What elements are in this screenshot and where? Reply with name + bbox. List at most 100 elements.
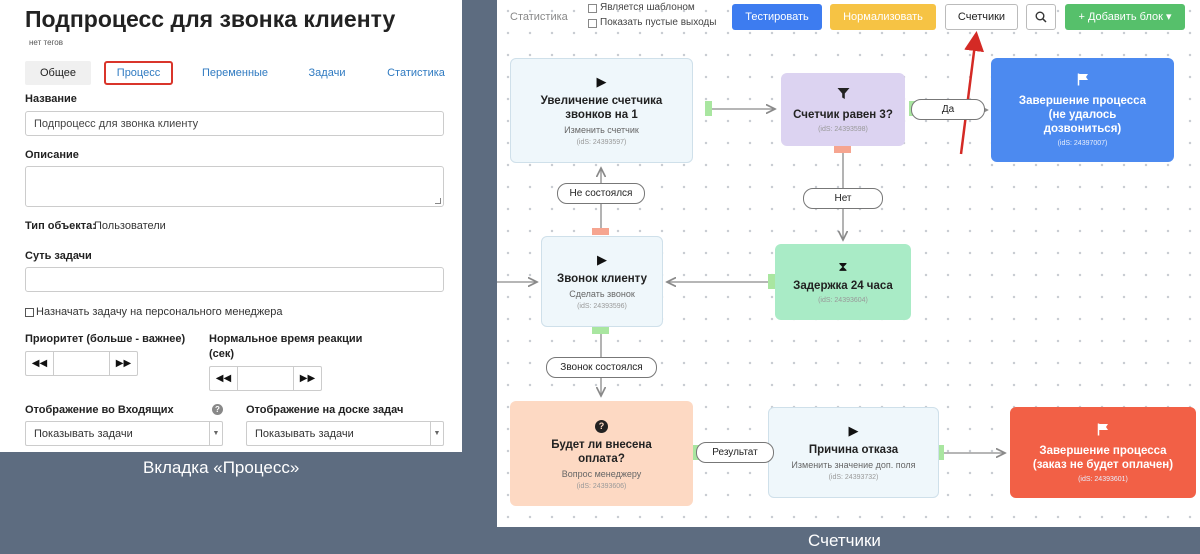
node-subtitle: Сделать звонок bbox=[569, 289, 635, 299]
board-display-label: Отображение на доске задач bbox=[246, 404, 404, 416]
output-port[interactable] bbox=[705, 101, 712, 116]
tab-bar: Общее Процесс Переменные Задачи Статисти… bbox=[25, 61, 455, 85]
tab-variables[interactable]: Переменные bbox=[201, 67, 269, 79]
question-icon: ? bbox=[595, 418, 608, 433]
node-id: (idS: 24393606) bbox=[576, 482, 627, 490]
node-finish-unpaid[interactable]: Завершение процесса (заказ не будет опла… bbox=[1010, 407, 1196, 498]
reaction-time-stepper[interactable]: ◀◀ ▶▶ bbox=[209, 366, 322, 391]
output-port[interactable] bbox=[592, 228, 609, 235]
object-type-value: Пользователи bbox=[94, 220, 166, 232]
inbox-display-label: Отображение во Входящих bbox=[25, 404, 174, 416]
node-id: (idS: 24393604) bbox=[818, 297, 868, 304]
edge-label-not-happened[interactable]: Не состоялся bbox=[557, 183, 645, 204]
inbox-display-value: Показывать задачи bbox=[34, 428, 133, 440]
tab-statistics[interactable]: Статистика bbox=[387, 67, 445, 79]
node-counter-check[interactable]: Счетчик равен 3? (idS: 24393598) bbox=[781, 73, 905, 146]
node-title: (заказ не будет оплачен) bbox=[1032, 458, 1174, 471]
description-label: Описание bbox=[25, 149, 79, 161]
node-subtitle: Вопрос менеджеру bbox=[561, 468, 642, 479]
increase-icon[interactable]: ▶▶ bbox=[293, 367, 321, 390]
counters-button[interactable]: Счетчики bbox=[945, 4, 1018, 30]
node-title: Завершение процесса bbox=[1039, 444, 1167, 457]
tab-general[interactable]: Общее bbox=[25, 61, 91, 85]
resize-handle[interactable] bbox=[435, 198, 441, 204]
object-type-label: Тип объекта: bbox=[25, 220, 96, 232]
task-input[interactable] bbox=[25, 267, 444, 292]
statistics-link[interactable]: Статистика bbox=[510, 11, 568, 23]
priority-stepper[interactable]: ◀◀ ▶▶ bbox=[25, 351, 138, 376]
output-port[interactable] bbox=[768, 274, 775, 289]
board-display-value: Показывать задачи bbox=[255, 428, 354, 440]
tags-text: нет тегов bbox=[29, 38, 63, 47]
edge-label-no[interactable]: Нет bbox=[803, 188, 883, 209]
caption-process-tab: Вкладка «Процесс» bbox=[143, 458, 300, 477]
add-block-button[interactable]: + Добавить блок ▾ bbox=[1065, 4, 1185, 30]
node-title: дозвониться) bbox=[1043, 123, 1122, 135]
node-subtitle: Изменить счетчик bbox=[564, 125, 639, 135]
output-port[interactable] bbox=[592, 327, 609, 334]
tab-process[interactable]: Процесс bbox=[104, 61, 173, 85]
decrease-icon[interactable]: ◀◀ bbox=[26, 352, 54, 375]
edge-label-yes[interactable]: Да bbox=[911, 99, 985, 120]
node-refusal-reason[interactable]: ▶ Причина отказа Изменить значение доп. … bbox=[768, 407, 939, 498]
process-settings-panel: Подпроцесс для звонка клиенту нет тегов … bbox=[0, 0, 462, 452]
node-id: (idS: 24393598) bbox=[818, 125, 868, 133]
reaction-time-label: Нормальное время реакции bbox=[209, 333, 363, 345]
node-finish-failed-call[interactable]: Завершение процесса (не удалось дозвонит… bbox=[991, 58, 1174, 162]
node-delay-24h[interactable]: ⧗ Задержка 24 часа (idS: 24393604) bbox=[775, 244, 911, 320]
filter-icon bbox=[837, 87, 850, 103]
inbox-display-select[interactable]: Показывать задачи ▼ bbox=[25, 421, 223, 446]
node-subtitle: Изменить значение доп. поля bbox=[791, 460, 916, 470]
node-increment-counter[interactable]: ▶ Увеличение счетчика звонков на 1 Измен… bbox=[510, 58, 693, 163]
page-title: Подпроцесс для звонка клиенту bbox=[25, 6, 396, 32]
node-title: Увеличение счетчика bbox=[540, 95, 663, 107]
node-id: (idS: 24393596) bbox=[577, 303, 627, 310]
reaction-time-unit: (сек) bbox=[209, 348, 235, 360]
show-empty-checkbox[interactable] bbox=[588, 19, 597, 28]
node-title: звонков на 1 bbox=[565, 109, 638, 121]
task-label: Суть задачи bbox=[25, 250, 92, 262]
flag-icon bbox=[1097, 423, 1109, 439]
node-title: Завершение процесса bbox=[1018, 95, 1147, 107]
is-template-checkbox[interactable] bbox=[588, 4, 597, 13]
is-template-label: Является шаблоном bbox=[600, 2, 695, 13]
caption-counters: Счетчики bbox=[808, 531, 881, 550]
chevron-down-icon: ▼ bbox=[430, 422, 443, 445]
edge-label-call-happened[interactable]: Звонок состоялся bbox=[546, 357, 657, 378]
search-button[interactable] bbox=[1026, 4, 1056, 30]
tab-tasks[interactable]: Задачи bbox=[308, 67, 346, 79]
node-id: (idS: 24393601) bbox=[1078, 475, 1128, 483]
description-textarea[interactable] bbox=[25, 166, 444, 207]
name-label: Название bbox=[25, 93, 77, 105]
node-id: (idS: 24393597) bbox=[576, 139, 627, 146]
increase-icon[interactable]: ▶▶ bbox=[109, 352, 137, 375]
process-editor-canvas[interactable]: Статистика Является шаблоном Показать пу… bbox=[497, 0, 1200, 527]
node-id: (idS: 24397007) bbox=[1057, 140, 1108, 147]
test-button[interactable]: Тестировать bbox=[732, 4, 822, 30]
edge-label-result[interactable]: Результат bbox=[696, 442, 774, 463]
priority-label: Приоритет (больше - важнее) bbox=[25, 333, 186, 345]
name-input[interactable]: Подпроцесс для звонка клиенту bbox=[25, 111, 444, 136]
node-title: (не удалось bbox=[1048, 109, 1117, 121]
annotation-arrow bbox=[959, 31, 985, 155]
node-payment-question[interactable]: ? Будет ли внесена оплата? Вопрос менедж… bbox=[510, 401, 693, 506]
play-icon: ▶ bbox=[596, 74, 607, 89]
play-icon: ▶ bbox=[597, 252, 607, 267]
assign-manager-checkbox[interactable] bbox=[25, 308, 34, 317]
output-port[interactable] bbox=[937, 445, 944, 460]
node-title: Звонок клиенту bbox=[557, 273, 647, 285]
flag-icon bbox=[1077, 73, 1089, 89]
chevron-down-icon: ▼ bbox=[209, 422, 222, 445]
search-icon bbox=[1035, 11, 1047, 23]
node-call-client[interactable]: ▶ Звонок клиенту Сделать звонок (idS: 24… bbox=[541, 236, 663, 327]
decrease-icon[interactable]: ◀◀ bbox=[210, 367, 238, 390]
play-icon: ▶ bbox=[848, 423, 859, 438]
help-icon[interactable]: ? bbox=[212, 404, 223, 415]
node-title: Причина отказа bbox=[808, 444, 899, 456]
board-display-select[interactable]: Показывать задачи ▼ bbox=[246, 421, 444, 446]
normalize-button[interactable]: Нормализовать bbox=[830, 4, 936, 30]
node-title: Счетчик равен 3? bbox=[793, 108, 893, 121]
hourglass-icon: ⧗ bbox=[838, 259, 848, 274]
output-port[interactable] bbox=[834, 146, 851, 153]
node-id: (idS: 24393732) bbox=[828, 474, 879, 481]
